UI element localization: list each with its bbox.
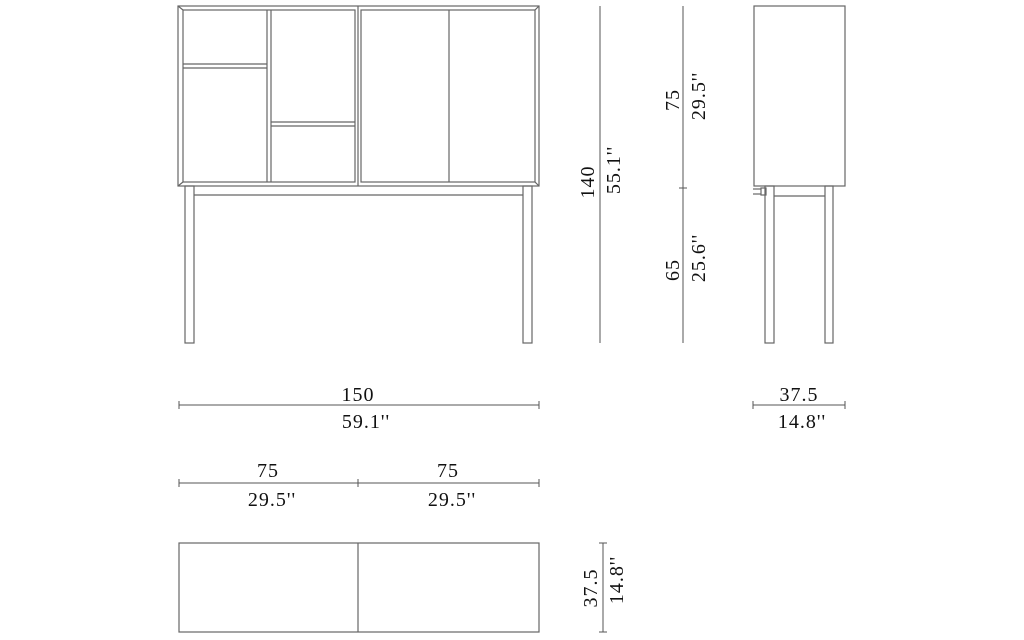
side-cabinet (753, 5, 846, 187)
side-depth-dimension: 37.5 14.8'' (752, 384, 846, 433)
bracket (760, 187, 767, 196)
width-dimension: 150 59.1'' (178, 384, 540, 433)
left-leg (184, 185, 195, 344)
height-dimension: 140 55.1'' (577, 6, 625, 343)
side-depth-in: 14.8'' (778, 411, 826, 433)
right-half-in: 29.5'' (428, 489, 476, 511)
left-half-in: 29.5'' (248, 489, 296, 511)
height-in: 55.1'' (603, 146, 625, 194)
top-depth-in: 14.8'' (606, 556, 628, 604)
right-inner-frame (360, 9, 536, 183)
width-in: 59.1'' (342, 411, 390, 433)
cabinet-height-in: 29.5'' (688, 72, 710, 120)
right-half-cm: 75 (437, 460, 459, 482)
cabinet-height-cm: 75 (662, 89, 684, 111)
side-view (753, 5, 846, 344)
left-inner-frame (182, 9, 356, 183)
top-view: 37.5 14.8'' (178, 542, 628, 633)
front-view (177, 5, 540, 344)
side-back-leg (824, 185, 834, 344)
height-cm: 140 (577, 166, 599, 199)
left-half-cm: 75 (257, 460, 279, 482)
half-width-dimension: 75 29.5'' 75 29.5'' (178, 460, 540, 511)
top-depth-cm: 37.5 (580, 569, 602, 608)
side-front-leg (764, 185, 775, 344)
side-depth-cm: 37.5 (780, 384, 819, 406)
leg-height-cm: 65 (662, 259, 684, 281)
right-leg (522, 185, 533, 344)
top-outline (178, 542, 540, 633)
height-breakdown-dimension: 75 29.5'' 65 25.6'' (662, 6, 710, 343)
leg-height-in: 25.6'' (688, 234, 710, 282)
width-cm: 150 (342, 384, 375, 406)
